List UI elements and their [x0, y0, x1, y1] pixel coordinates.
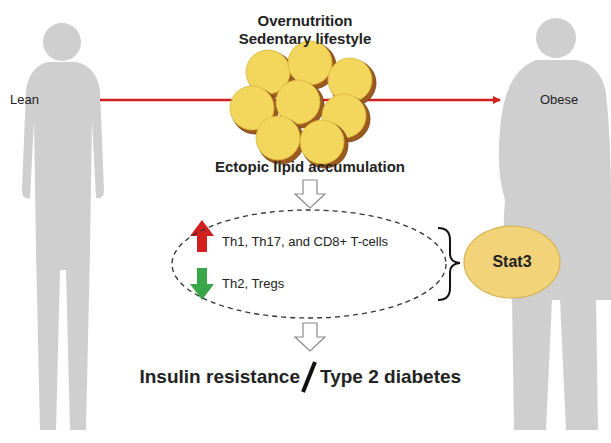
label-text: Ectopic lipid accumulation: [215, 158, 405, 175]
label-text: Insulin resistance: [139, 366, 300, 388]
adipocyte-cluster: [230, 41, 376, 168]
obese-silhouette: [499, 18, 611, 430]
label-text: Obese: [540, 92, 578, 107]
adipocyte: [256, 116, 300, 160]
label-text: Stat3: [492, 253, 531, 271]
node-outline: [170, 208, 448, 320]
slash: [303, 362, 315, 392]
label-text: Overnutrition: [257, 12, 352, 29]
label-text: Type 2 diabetes: [320, 366, 461, 388]
hollow-arrow: [295, 323, 325, 351]
adipocyte: [300, 120, 344, 164]
group-ellipse: Th1, Th17, and CD8+ T-cellsTh2, Tregs: [170, 208, 448, 320]
factor-ellipse: Stat3: [462, 224, 562, 300]
decrease-arrow: [190, 268, 214, 300]
ellipse-shape: [172, 210, 446, 318]
adipocyte: [288, 41, 332, 85]
label-text: Sedentary lifestyle: [239, 30, 372, 47]
ellipse-shape: [464, 226, 560, 298]
brace: [438, 228, 460, 300]
hollow-arrow: [295, 180, 325, 208]
label-text: Th1, Th17, and CD8+ T-cells: [222, 234, 388, 249]
lean-silhouette: [22, 23, 104, 430]
increase-arrow: [190, 220, 214, 252]
label-text: Lean: [10, 92, 39, 107]
label-text: Th2, Tregs: [222, 276, 284, 291]
